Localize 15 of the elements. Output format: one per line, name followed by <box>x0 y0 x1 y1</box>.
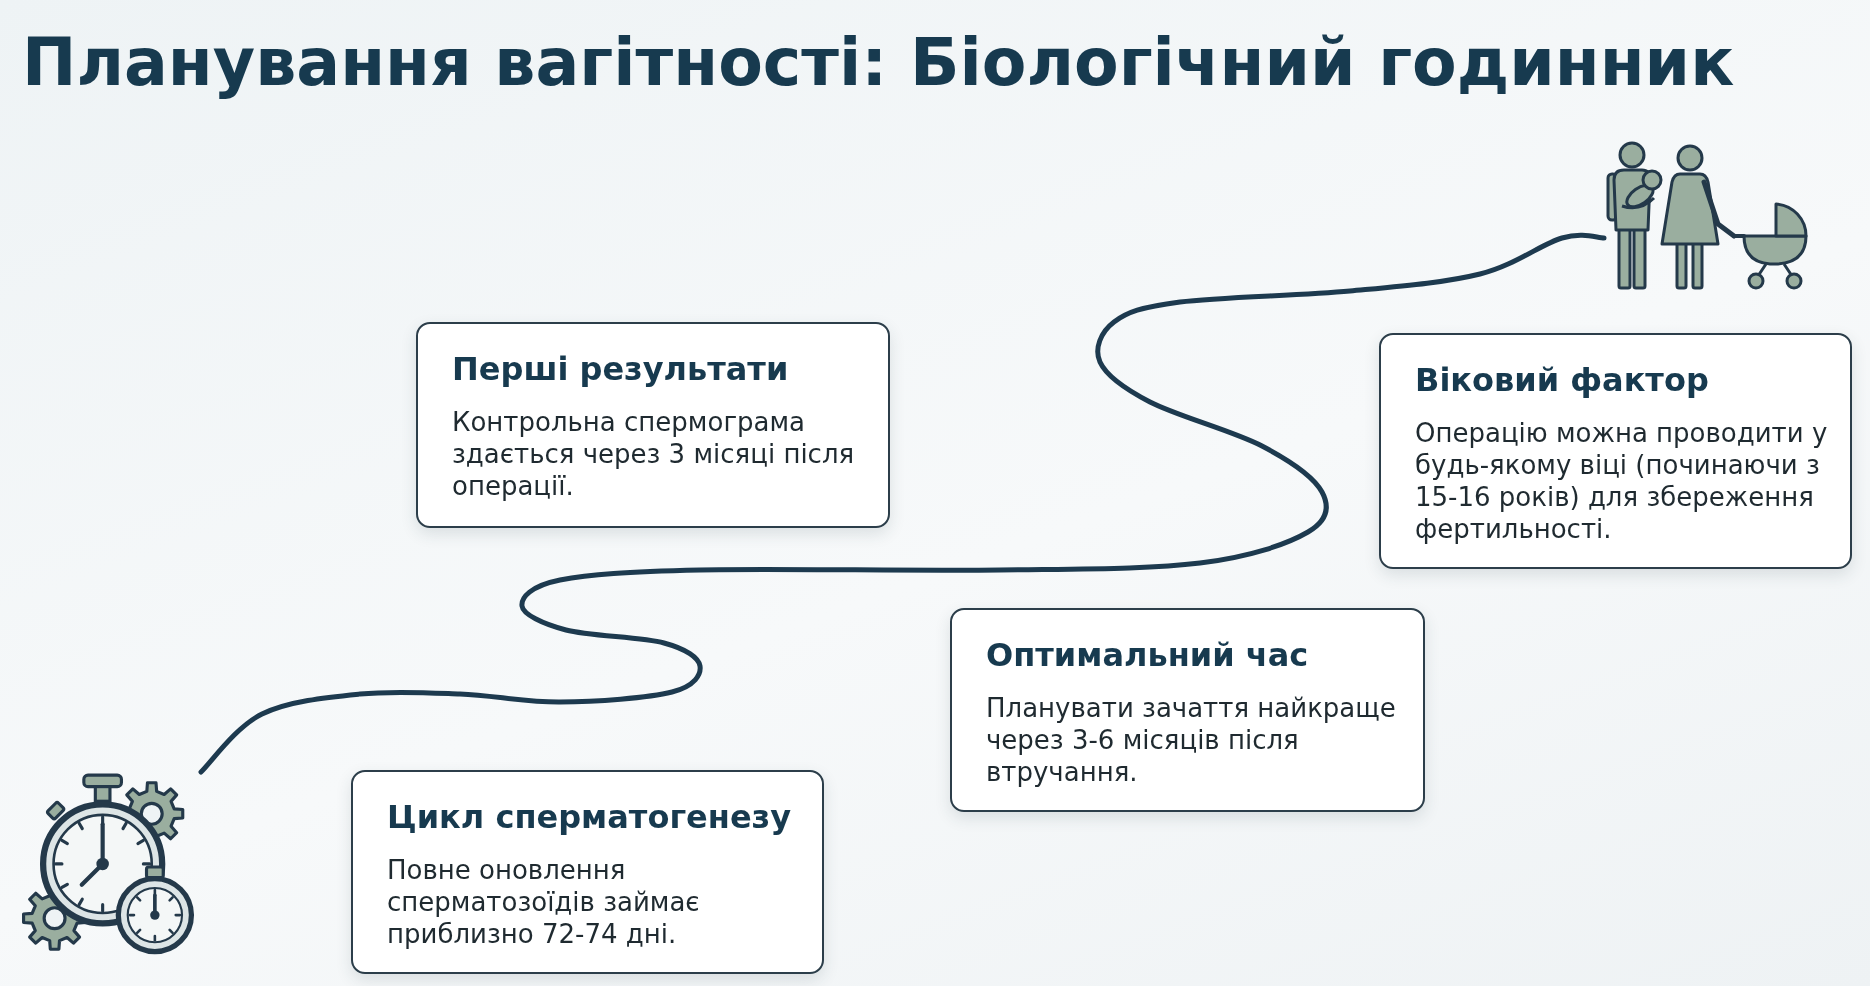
card-heading: Віковий фактор <box>1415 360 1710 401</box>
card-text: Операцію можна проводити у будь-якому віці (починаючи з 15-16 років) для збереження фертильності. <box>1415 417 1829 545</box>
info-card <box>351 770 824 974</box>
wavy-line <box>198 232 1607 775</box>
info-card <box>416 322 890 528</box>
card-text: Контрольна спермограма здається через 3 місяці після операції. <box>452 406 856 502</box>
card-heading: Цикл сперматогенезу <box>387 797 793 838</box>
card-text: Планувати зачаття найкраще через 3-6 місяців після втручання. <box>986 692 1397 788</box>
info-card <box>1379 333 1852 569</box>
info-card <box>950 608 1425 812</box>
card-heading: Оптимальний час <box>986 635 1310 676</box>
page-title: Планування вагітності: Біологічний годинник <box>22 24 1735 102</box>
card-text: Повне оновлення сперматозоїдів займає приблизно 72-74 дні. <box>387 854 701 950</box>
family-icon <box>1604 140 1810 292</box>
card-heading: Перші результати <box>452 349 790 390</box>
